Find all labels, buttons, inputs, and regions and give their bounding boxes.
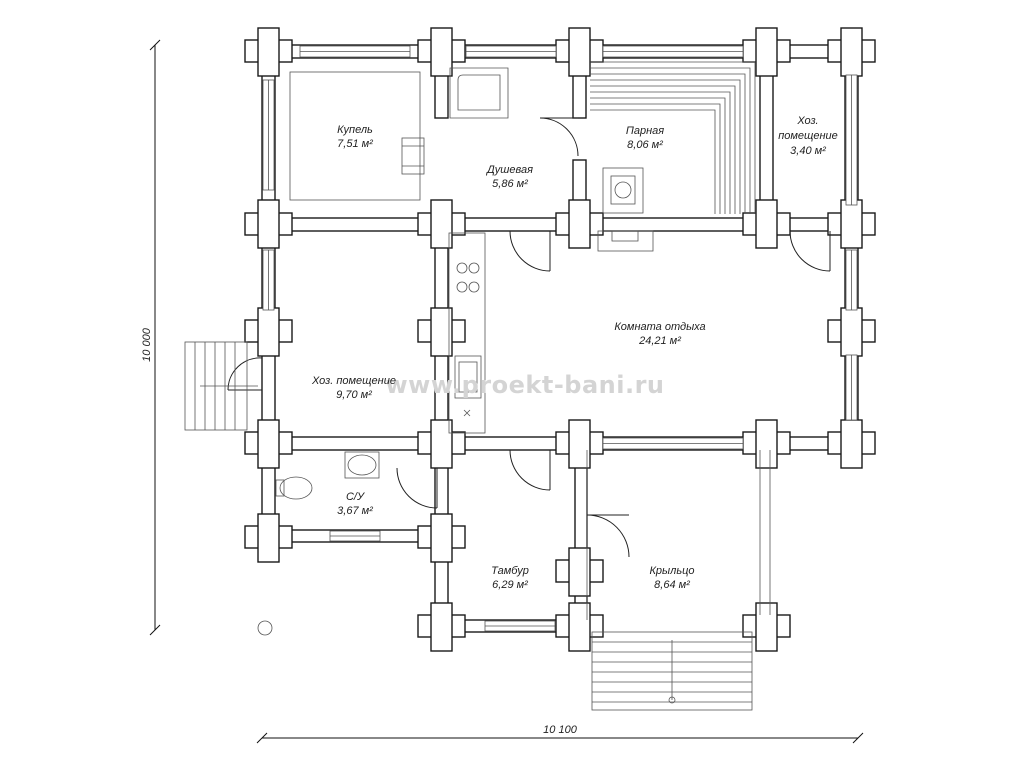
width-dimension-label: 10 100 — [543, 724, 578, 736]
windows — [262, 45, 858, 632]
room-name-parnaya: Парная — [626, 125, 664, 137]
height-dimension-label: 10 000 — [141, 327, 153, 362]
room-name-komnata: Комната отдыха — [614, 321, 705, 333]
log-corners — [244, 27, 876, 652]
doors — [227, 117, 831, 558]
dimension-lines — [149, 39, 864, 744]
room-area-kupel: 7,51 м² — [337, 138, 373, 150]
porch-outline — [586, 450, 771, 620]
room-area-krylco: 8,64 м² — [654, 579, 690, 591]
room-labels: Купель 7,51 м² Душевая 5,86 м² Парная 8,… — [311, 115, 838, 591]
room-name-su: С/У — [346, 491, 365, 503]
room-name-hoz-small-line1: Хоз. — [796, 115, 818, 127]
room-area-hoz-big: 9,70 м² — [336, 389, 372, 401]
room-name-hoz-big: Хоз. помещение — [311, 375, 396, 387]
fixtures — [184, 61, 756, 711]
room-name-kupel: Купель — [337, 124, 373, 136]
watermark: www.proekt-bani.ru — [386, 371, 665, 399]
room-area-su: 3,67 м² — [337, 505, 373, 517]
room-name-hoz-small-line2: помещение — [778, 130, 838, 142]
room-area-komnata: 24,21 м² — [638, 335, 681, 347]
room-area-hoz-small: 3,40 м² — [790, 145, 826, 157]
room-area-parnaya: 8,06 м² — [627, 139, 663, 151]
room-name-krylco: Крыльцо — [649, 565, 694, 577]
room-name-dushevaya: Душевая — [485, 164, 533, 176]
sauna-benches — [590, 61, 756, 214]
room-area-tambur: 6,29 м² — [492, 579, 528, 591]
room-name-tambur: Тамбур — [491, 565, 529, 577]
room-area-dushevaya: 5,86 м² — [492, 178, 528, 190]
